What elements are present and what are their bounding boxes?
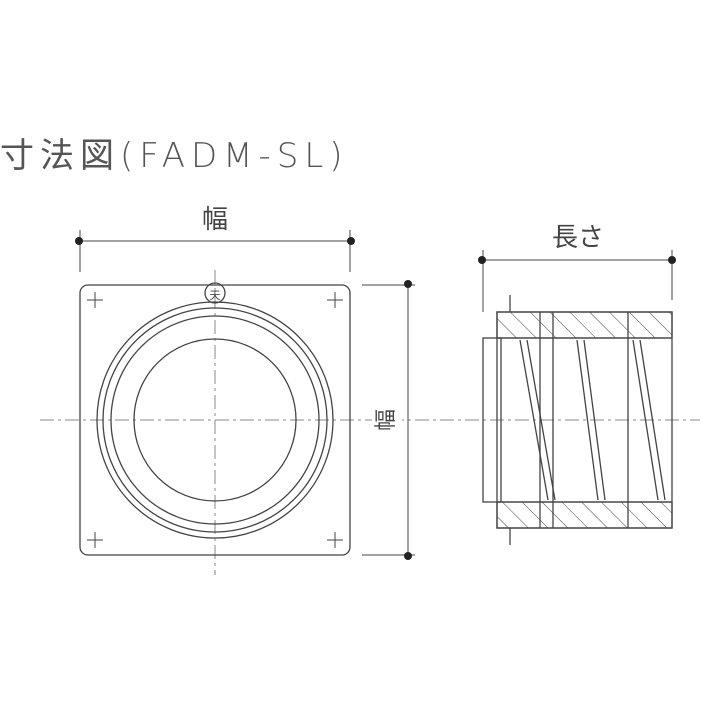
top-mark-icon [204,282,226,304]
outer-ring [96,301,334,539]
length-label: 長さ [552,223,604,253]
bottom-wall [496,501,673,529]
flange-plate [79,284,351,556]
top-wall [496,311,673,339]
width-label-side: 幅 [374,409,399,431]
front-view [79,282,351,556]
dim-dot [404,552,412,560]
dim-dot [404,280,412,288]
label-backdrop [372,405,402,435]
width-dimension-top [79,230,351,272]
side-view [482,295,673,545]
dim-dot [478,256,486,264]
dim-dot [75,237,83,245]
dim-dot [347,237,355,245]
drawing-title: 寸法図(FADM-SL) [0,136,349,176]
length-dimension [482,250,673,312]
screw-holes [87,292,343,548]
spigot [482,337,502,503]
ring-inner-edge [102,307,328,533]
width-label-top: 幅 [202,205,228,235]
spiral-line [519,339,549,501]
top-mark-label: 天 [210,289,221,302]
inner-opening [133,338,297,502]
collar-ring [110,315,320,525]
dim-dot [668,256,676,264]
